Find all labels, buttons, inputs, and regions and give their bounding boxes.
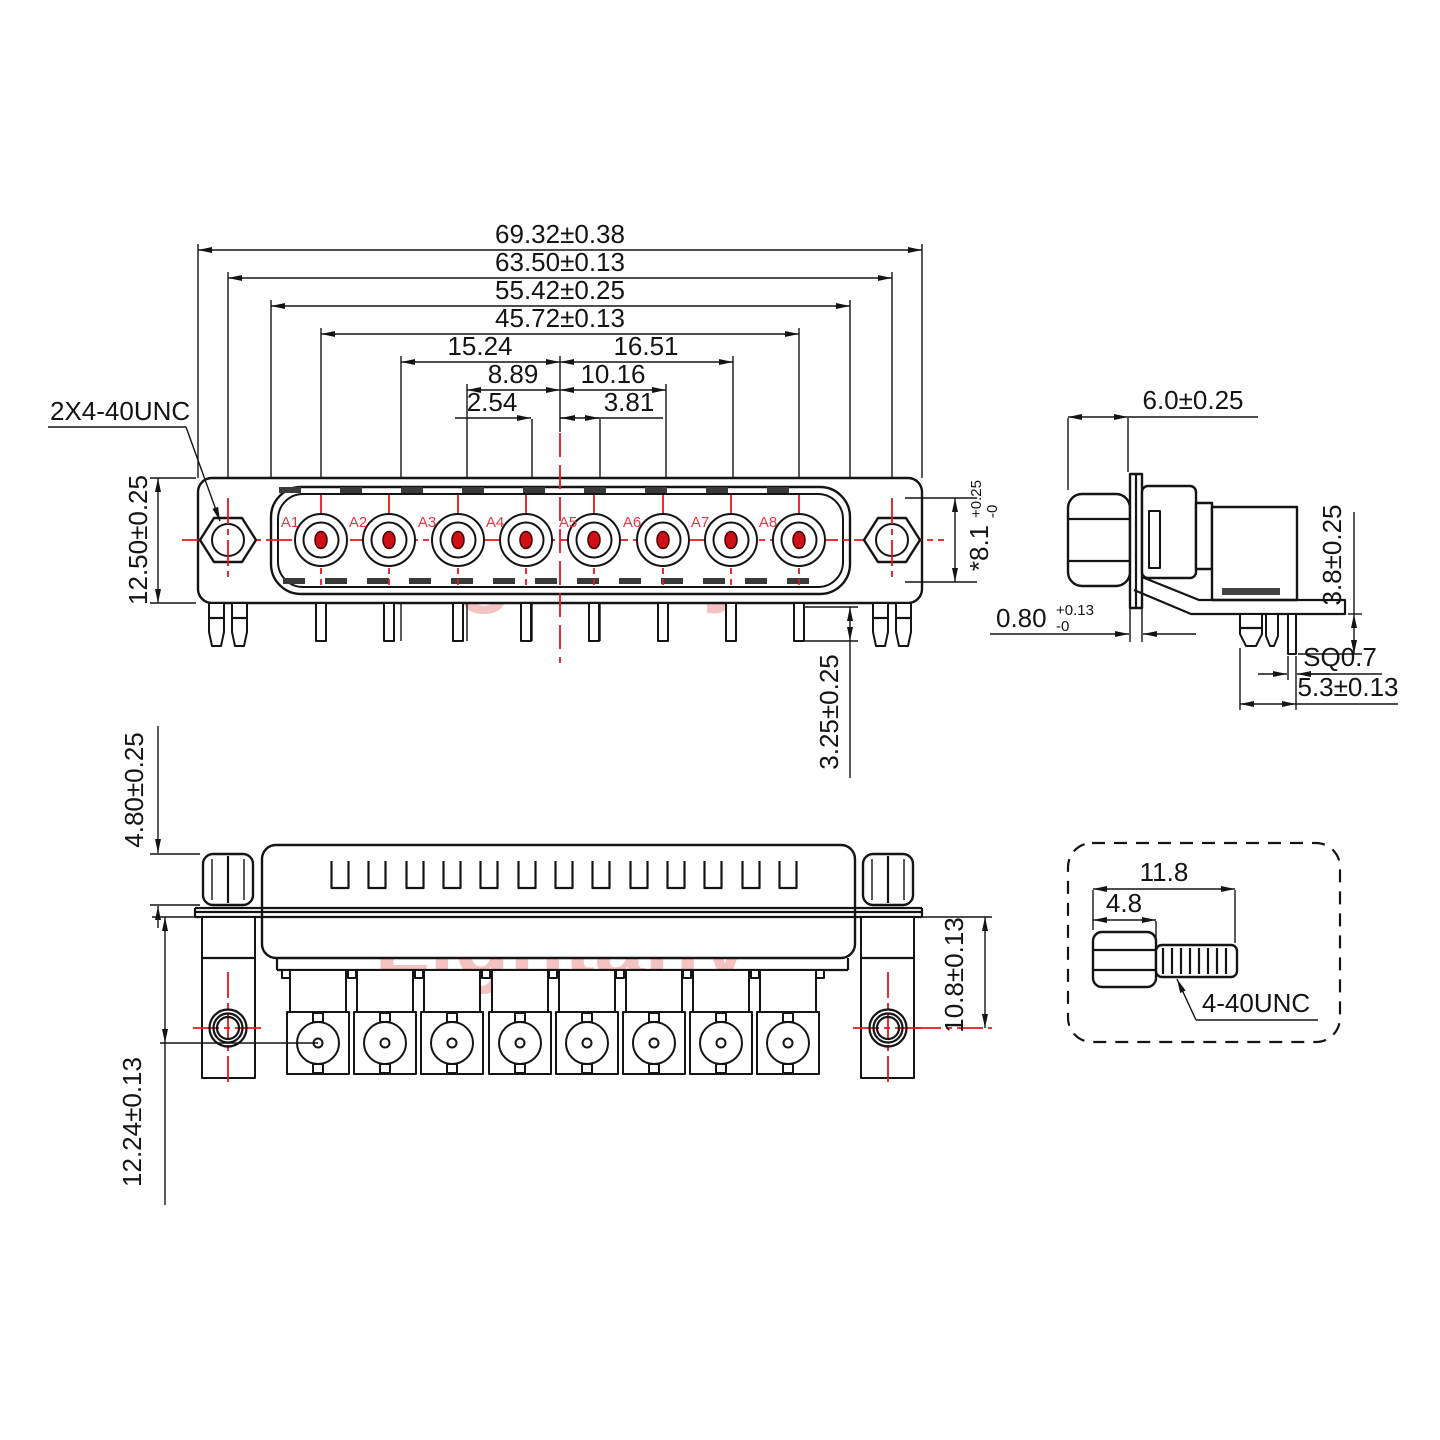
bv-coax-module: [420, 969, 484, 1075]
dim-flange-tol-minus: -0: [1056, 618, 1069, 635]
board-lock-left: [207, 601, 249, 648]
dim-overall-width: 69.32±0.38: [495, 219, 625, 249]
dimension-stack: 69.32±0.38 63.50±0.13 55.42±0.25 45.72±0…: [198, 219, 922, 421]
dim-standoff-height: 4.80±0.25: [119, 726, 200, 928]
pcb-pin: [452, 602, 464, 642]
dim-module-height-label: 12.24±0.13: [117, 1057, 147, 1187]
dim-right1: 3.81: [604, 387, 655, 417]
bottom-view: 4.80±0.25 12.24±0.13 10.8±0.13: [117, 726, 992, 1205]
dim-screw-total: 11.8: [1092, 857, 1236, 943]
dim-right3: 16.51: [613, 331, 678, 361]
sv-collar: [1194, 501, 1214, 571]
front-view: 69.32±0.38 63.50±0.13 55.42±0.25 45.72±0…: [48, 219, 1001, 778]
dim-shell-height: *8.1 +0.25 -0: [905, 480, 1001, 583]
dim-right2: 10.16: [580, 359, 645, 389]
bv-coax-module: [555, 969, 619, 1075]
dim-pin-tail: 3.25±0.25: [805, 606, 858, 778]
contact-label: A3: [418, 514, 436, 531]
shell-ticks-top: [279, 487, 789, 493]
side-view: 6.0±0.25 0.80 +0.13 -0: [990, 385, 1399, 710]
sv-shell-detail: [1148, 510, 1161, 569]
dim-flange-tol-plus: +0.13: [1056, 602, 1094, 619]
dim-shell-height-tol-minus: -0: [984, 505, 1001, 518]
bv-coax-module: [756, 969, 820, 1075]
bv-rear-shell: [260, 843, 857, 960]
contact-label: A2: [349, 514, 367, 531]
dim-depth: 6.0±0.25: [1067, 385, 1258, 490]
dim-shell-height-value: *8.1: [964, 525, 994, 571]
bv-standoff-left: [201, 852, 255, 907]
board-lock-right: [871, 601, 913, 648]
bv-coax-module: [488, 969, 552, 1075]
bv-coax-module: [286, 969, 350, 1075]
dim-pin-length: 3.8±0.25: [1298, 504, 1362, 655]
sv-bracket: [1133, 575, 1347, 616]
sv-gasket: [1222, 588, 1280, 595]
dim-hole-offset-label: 10.8±0.13: [939, 917, 969, 1032]
screw: [1091, 930, 1239, 989]
screw-thread-callout: 4-40UNC: [1176, 978, 1318, 1021]
dim-left1: 2.54: [467, 387, 518, 417]
dim-pin-length-label: 3.8±0.25: [1317, 504, 1347, 605]
pcb-pin: [383, 602, 395, 642]
bv-coax-module: [689, 969, 753, 1075]
thread-label: 2X4-40UNC: [50, 396, 190, 426]
contact-label: A8: [759, 514, 777, 531]
screw-thread-label: 4-40UNC: [1202, 988, 1310, 1018]
bv-coax-module: [353, 969, 417, 1075]
dim-screw-head-label: 4.8: [1106, 888, 1142, 918]
dim-screw-head: 4.8: [1093, 888, 1157, 943]
screw-detail: 11.8 4.8 4-40UNC: [1066, 841, 1342, 1044]
contact-label: A1: [281, 514, 299, 531]
sv-board-lock: [1239, 613, 1279, 647]
dim-depth-label: 6.0±0.25: [1142, 385, 1243, 415]
bv-standoff-right: [861, 852, 915, 907]
dim-pin-pitch: 5.3±0.13: [1239, 648, 1399, 710]
screw-threads: [1161, 948, 1228, 974]
sv-contact-pin: [1287, 613, 1297, 655]
thread-callout: 2X4-40UNC: [48, 396, 221, 522]
pcb-pin: [793, 602, 805, 642]
dim-body-height-label: 12.50±0.25: [123, 475, 153, 605]
contact-label: A6: [623, 514, 641, 531]
dim-standoff-label: 4.80±0.25: [119, 732, 149, 847]
pcb-pin: [588, 602, 600, 642]
pcb-pin: [657, 602, 669, 642]
sv-jackscrew-nut: [1066, 492, 1132, 588]
dim-contact-span: 45.72±0.13: [495, 303, 625, 333]
dim-body-height: 12.50±0.25: [123, 475, 196, 605]
dim-pin-square: SQ0.7: [1258, 642, 1382, 680]
pcb-pin: [315, 602, 327, 642]
sv-rear-body: [1210, 505, 1299, 602]
contact-label: A7: [691, 514, 709, 531]
dim-hole-offset: 10.8±0.13: [915, 916, 992, 1033]
dim-left3: 15.24: [447, 331, 512, 361]
screw-shaft: [1154, 943, 1239, 979]
dim-pin-square-label: SQ0.7: [1303, 642, 1377, 672]
bv-coax-module: [622, 969, 686, 1075]
dim-shell-height-tol-plus: +0.25: [968, 480, 985, 518]
dim-flange-value: 0.80: [996, 603, 1047, 633]
dim-screw-total-label: 11.8: [1140, 857, 1189, 887]
pcb-pin: [520, 602, 532, 642]
detail-border: [1066, 841, 1342, 1044]
dim-pin-pitch-label: 5.3±0.13: [1297, 672, 1398, 702]
bv-mounting-plate: [193, 906, 924, 919]
contact-label: A4: [486, 514, 504, 531]
contact-labels: A1 A2 A3 A4 A5 A6 A7 A8: [281, 514, 777, 531]
dim-left2: 8.89: [488, 359, 539, 389]
screw-head: [1091, 930, 1158, 989]
dim-pin-tail-label: 3.25±0.25: [814, 654, 844, 769]
dim-shell-width: 55.42±0.25: [495, 275, 625, 305]
dim-module-height: 12.24±0.13: [117, 916, 318, 1205]
dim-flange-thickness: 0.80 +0.13 -0: [990, 602, 1196, 642]
contact-label: A5: [559, 514, 577, 531]
pcb-pin: [725, 602, 737, 642]
dim-screw-span: 63.50±0.13: [495, 247, 625, 277]
